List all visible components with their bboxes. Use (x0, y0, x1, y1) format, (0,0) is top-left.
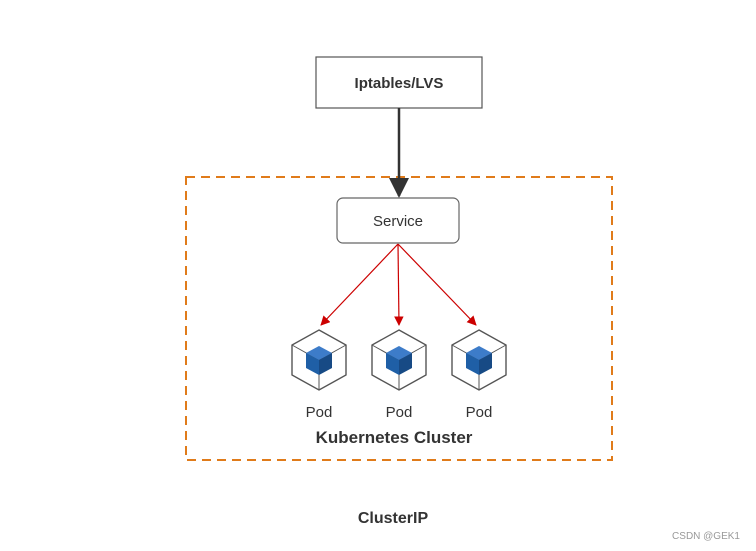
pod-label: Pod (306, 404, 333, 421)
service-node: Service (336, 197, 460, 244)
pod-label: Pod (386, 404, 413, 421)
watermark: CSDN @GEK1 (672, 531, 740, 542)
iptables-lvs-node: Iptables/LVS (315, 56, 483, 109)
pod-node (291, 329, 347, 391)
cluster-label: Kubernetes Cluster (316, 428, 473, 447)
service-to-pod-3-arrow (397, 243, 477, 326)
pod-node (371, 329, 427, 391)
pod-node (451, 329, 507, 391)
diagram-caption: ClusterIP (358, 510, 429, 527)
service-label: Service (373, 213, 423, 230)
pod-label: Pod (466, 404, 493, 421)
pod-cube-icon (371, 329, 427, 391)
pod-cube-icon (291, 329, 347, 391)
pod-cube-icon (451, 329, 507, 391)
service-to-pod-2-arrow (394, 243, 404, 326)
service-to-pod-1-arrow (320, 243, 399, 326)
iptables-lvs-label: Iptables/LVS (355, 75, 444, 92)
